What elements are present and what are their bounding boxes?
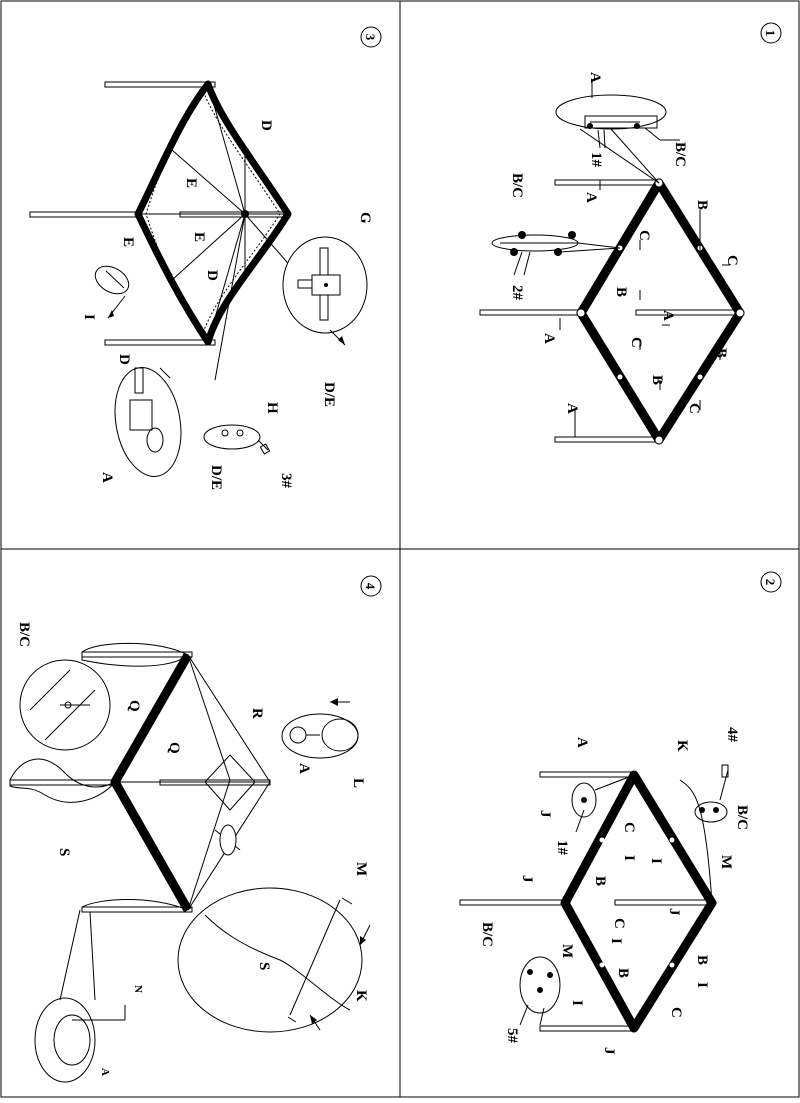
label-i: I — [569, 1000, 585, 1006]
step-number-circle-1 — [760, 22, 782, 44]
label-e: E — [183, 178, 199, 188]
label-d: D — [204, 270, 220, 281]
label-k: K — [353, 990, 369, 1002]
label-a: A — [660, 310, 676, 321]
detail-magnifier-s — [177, 887, 363, 1033]
label-g: G — [357, 212, 373, 224]
label-e: E — [120, 237, 136, 247]
label-i: I — [648, 858, 664, 864]
label-b: B — [694, 955, 710, 965]
detail-magnifier-d — [114, 367, 182, 477]
label-q: Q — [126, 700, 142, 712]
pole-leg — [554, 179, 660, 186]
label-a: A — [587, 72, 603, 83]
step-number-3: 3 — [363, 34, 378, 41]
label-bc: B/C — [734, 805, 750, 830]
detail-magnifier-top — [555, 94, 667, 130]
label-c: C — [621, 822, 637, 833]
label-j: J — [519, 875, 535, 883]
label-a: A — [583, 192, 599, 203]
label-1-hash: 1# — [588, 152, 604, 168]
panel-step-4: 4 — [9, 575, 382, 1083]
label-d-e: D/E — [321, 382, 337, 407]
label-n: N — [132, 985, 144, 993]
label-b: B — [694, 200, 710, 210]
detail-magnifier-n — [34, 997, 96, 1083]
label-c: C — [668, 1007, 684, 1018]
label-c: C — [724, 255, 740, 266]
canopy-peak — [204, 754, 256, 811]
label-bc: B/C — [16, 622, 32, 647]
step-number-4: 4 — [363, 583, 378, 590]
label-k: K — [674, 740, 690, 752]
label-m: M — [718, 855, 734, 869]
label-s: S — [56, 848, 72, 856]
label-a: A — [574, 737, 590, 748]
label-3-hash: 3# — [278, 473, 294, 489]
label-m: M — [559, 944, 575, 958]
frame-diamond — [560, 770, 717, 1033]
label-i: I — [621, 855, 637, 861]
label-bc: B/C — [672, 142, 688, 167]
label-b: B — [615, 968, 631, 978]
label-h: H — [264, 402, 280, 414]
label-c: C — [636, 230, 652, 241]
detail-magnifier-l — [281, 713, 359, 759]
label-s: S — [256, 962, 272, 970]
label-q: Q — [166, 742, 182, 754]
step-number-circle-4 — [360, 575, 382, 597]
pole-leg — [635, 309, 741, 316]
label-c: C — [611, 918, 627, 929]
panel-step-1: 1 — [479, 22, 782, 445]
label-c: C — [686, 403, 702, 414]
label-d: D — [258, 120, 274, 131]
label-i: I — [81, 314, 97, 320]
label-a: A — [541, 333, 557, 344]
label-i: I — [694, 982, 710, 988]
step-number-circle-2 — [760, 571, 782, 593]
label-bc: B/C — [479, 922, 495, 947]
label-a: A — [99, 472, 115, 483]
label-r: R — [249, 708, 265, 719]
label-bc: B/C — [509, 173, 525, 198]
label-2-hash: 2# — [509, 285, 525, 301]
label-j: J — [666, 908, 682, 916]
label-j: J — [537, 810, 553, 818]
step-number-1: 1 — [763, 30, 778, 37]
label-b: B — [592, 876, 608, 886]
panel-step-2: 2 A J 1# C — [459, 571, 782, 1055]
step-number-circle-3 — [360, 26, 382, 48]
pole-leg — [479, 309, 585, 316]
label-4-hash: 4# — [724, 727, 740, 743]
label-1-hash: 1# — [554, 840, 570, 856]
label-j: J — [601, 1047, 617, 1055]
detail-magnifier-h — [203, 424, 261, 450]
label-m: M — [353, 862, 369, 876]
label-b: B — [613, 287, 629, 297]
label-e: E — [191, 232, 207, 242]
label-c: C — [628, 337, 644, 348]
label-d-e: D/E — [208, 465, 224, 490]
label-a: A — [564, 403, 580, 414]
label-5-hash: 5# — [504, 1028, 520, 1044]
label-l: L — [350, 778, 366, 788]
label-a: A — [99, 1068, 111, 1076]
label-i: I — [608, 938, 624, 944]
pole-leg — [554, 436, 660, 443]
label-b: B — [713, 348, 729, 358]
step-number-2: 2 — [763, 579, 778, 586]
label-d: D — [116, 354, 132, 365]
label-b: B — [649, 375, 665, 385]
panel-step-3: 3 — [29, 26, 382, 490]
label-a: A — [296, 763, 312, 774]
